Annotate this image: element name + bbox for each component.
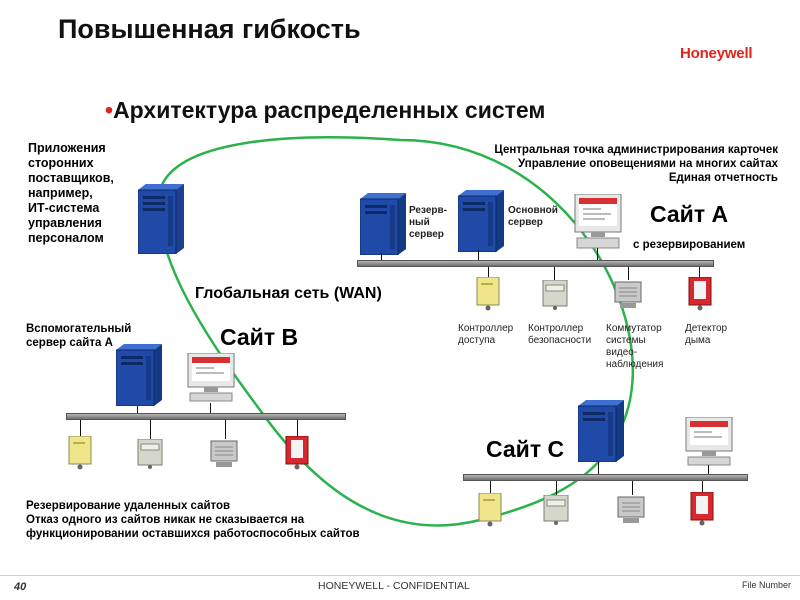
confidential-notice: HONEYWELL - CONFIDENTIAL	[318, 580, 470, 592]
connector-line	[556, 481, 557, 495]
backup-server-label: Резерв- ный сервер	[409, 205, 447, 241]
connector-line	[598, 462, 599, 474]
central-admin-text: Центральная точка администрирования карт…	[440, 143, 778, 185]
connector-line	[488, 267, 489, 277]
device-label-line: Контроллер	[458, 323, 514, 334]
access-controller-label: Контроллер доступа	[458, 323, 513, 347]
security-controller-label: Контроллер безопасности	[528, 323, 591, 347]
connector-line	[210, 403, 211, 413]
device-label-line: Коммутатор	[606, 323, 662, 334]
honeywell-logo: Honeywell	[680, 45, 753, 62]
site-b-label: Сайт B	[220, 324, 299, 350]
device-label-line: Контроллер	[528, 323, 584, 334]
site-a-sublabel: с резервированием	[633, 239, 746, 251]
redundancy-line: функционировании оставшихся работоспособ…	[26, 528, 360, 540]
main-server-label: Основной сервер	[508, 205, 558, 229]
backup-server-line: ный	[409, 217, 430, 228]
site-c-server-icon	[578, 400, 624, 462]
security-controller-icon	[543, 495, 569, 525]
aux-server-line: сервер сайта А	[26, 337, 113, 349]
third-party-line: Приложения	[28, 141, 106, 155]
site-b-bus	[66, 413, 346, 420]
third-party-line: управления	[28, 216, 102, 230]
third-party-line: сторонних	[28, 156, 94, 170]
central-admin-line: Центральная точка администрирования карт…	[494, 144, 778, 156]
site-c-label: Сайт C	[486, 436, 565, 462]
connector-line	[490, 481, 491, 493]
device-label-line: Детектор	[685, 323, 728, 334]
connector-line	[225, 420, 226, 439]
site-a-bus	[357, 260, 714, 267]
device-label-line: дыма	[685, 335, 711, 346]
backup-server-line: Резерв-	[409, 205, 447, 216]
site-c-monitor-icon	[685, 417, 733, 466]
access-controller-icon	[478, 493, 502, 527]
third-party-text: Приложения сторонних поставщиков, наприм…	[28, 141, 114, 246]
connector-line	[80, 420, 81, 436]
wan-label: Глобальная сеть (WAN)	[195, 285, 382, 302]
third-party-line: например,	[28, 186, 93, 200]
site-b-monitor-icon	[187, 353, 235, 402]
main-server-icon	[458, 190, 504, 252]
security-controller-icon	[542, 280, 568, 310]
connector-line	[628, 267, 629, 280]
slide-subtitle: •Архитектура распределенных систем	[105, 97, 545, 124]
third-party-line: персоналом	[28, 231, 104, 245]
connector-line	[297, 420, 298, 436]
subtitle-text: Архитектура распределенных систем	[113, 97, 546, 123]
main-server-line: сервер	[508, 217, 543, 228]
file-number: File Number	[742, 580, 792, 590]
smoke-detector-icon	[690, 492, 714, 526]
cctv-switch-icon	[210, 440, 238, 467]
main-server-line: Основной	[508, 205, 558, 216]
site-a-label: Сайт A	[650, 201, 729, 227]
device-label-line: системы	[606, 335, 646, 346]
device-label-line: доступа	[458, 335, 496, 346]
bullet-glyph: •	[105, 97, 114, 123]
connector-line	[699, 267, 700, 277]
third-party-line: ИТ-система	[28, 201, 100, 215]
connector-line	[137, 406, 138, 413]
access-controller-icon	[476, 277, 500, 311]
page-number: 40	[14, 581, 27, 593]
cctv-switch-icon	[617, 496, 645, 523]
footer-divider	[0, 575, 800, 576]
redundancy-line: Отказ одного из сайтов никак не сказывае…	[26, 514, 305, 526]
connector-line	[708, 465, 709, 474]
aux-server-line: Вспомогательный	[26, 323, 132, 335]
redundancy-line: Резервирование удаленных сайтов	[26, 500, 231, 512]
cctv-switch-icon	[614, 281, 642, 308]
site-c-bus	[463, 474, 748, 481]
connector-line	[478, 250, 479, 260]
backup-server-icon	[360, 193, 406, 255]
security-controller-icon	[137, 439, 163, 469]
connector-line	[381, 253, 382, 260]
site-a-monitor-icon	[574, 194, 622, 249]
connector-line	[702, 481, 703, 492]
smoke-detector-icon	[285, 436, 309, 470]
aux-server-label: Вспомогательный сервер сайта А	[26, 322, 131, 350]
central-admin-line: Управление оповещениями на многих сайтах	[518, 158, 778, 170]
device-label-line: видео-	[606, 347, 638, 358]
third-party-server-icon	[138, 184, 184, 254]
connector-line	[150, 420, 151, 439]
smoke-detector-label: Детектор дыма	[685, 323, 727, 347]
redundancy-text: Резервирование удаленных сайтов Отказ од…	[26, 499, 360, 541]
connector-line	[597, 248, 598, 260]
device-label-line: безопасности	[528, 335, 592, 346]
connector-line	[632, 481, 633, 495]
smoke-detector-icon	[688, 277, 712, 311]
page-title: Повышенная гибкость	[58, 14, 361, 44]
central-admin-line: Единая отчетность	[668, 172, 778, 184]
connector-line	[554, 267, 555, 280]
aux-server-icon	[116, 344, 162, 406]
cctv-switch-label: Коммутатор системы видео- наблюдения	[606, 323, 663, 371]
backup-server-line: сервер	[409, 229, 444, 240]
third-party-line: поставщиков,	[28, 171, 114, 185]
access-controller-icon	[68, 436, 92, 470]
device-label-line: наблюдения	[606, 359, 664, 370]
